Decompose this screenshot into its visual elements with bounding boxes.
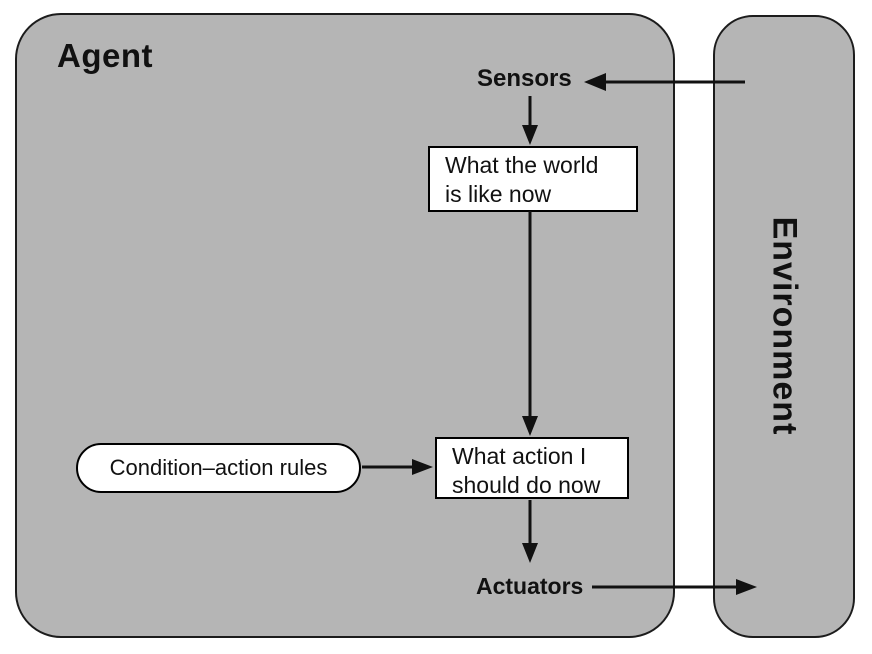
world-state-line2: is like now — [445, 181, 552, 207]
world-state-box: What the world is like now — [428, 146, 638, 212]
action-choice-line2: should do now — [452, 472, 601, 498]
actuators-label: Actuators — [476, 573, 584, 599]
action-choice-line1: What action I — [452, 443, 587, 469]
environment-panel — [713, 15, 855, 638]
environment-label: Environment — [765, 216, 804, 436]
sensors-label: Sensors — [477, 65, 572, 92]
agent-panel — [15, 13, 675, 638]
action-choice-box: What action I should do now — [435, 437, 629, 499]
agent-label: Agent — [57, 37, 153, 74]
world-state-line1: What the world — [445, 152, 599, 178]
condition-action-rules-pill: Condition–action rules — [76, 443, 361, 493]
